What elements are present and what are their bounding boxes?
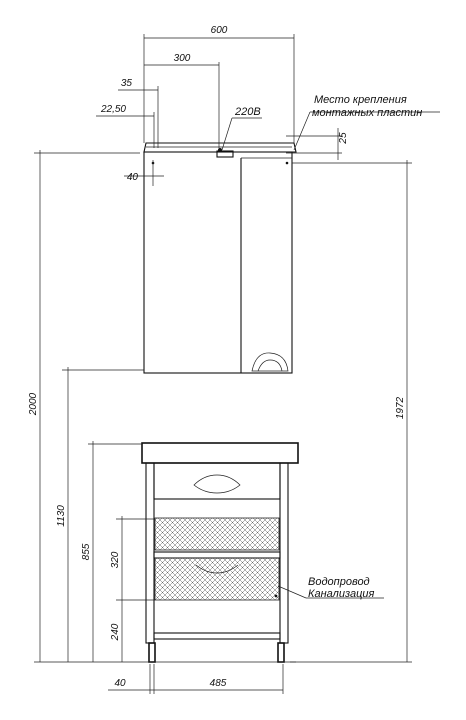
vanity-countertop bbox=[141, 442, 299, 464]
mirror-body bbox=[143, 151, 293, 374]
mount-label-line1: Место крепления bbox=[314, 94, 407, 106]
shell-decoration-icon bbox=[251, 352, 289, 372]
dim-40-bottom-text: 40 bbox=[114, 678, 126, 689]
mirror-top-plate bbox=[143, 142, 297, 153]
vanity-bottom-rail bbox=[153, 632, 281, 640]
plumbing-point-icon bbox=[274, 594, 278, 598]
vanity-middle-shelf bbox=[153, 551, 281, 559]
vanity-unit bbox=[141, 442, 299, 663]
dim-35-text: 35 bbox=[121, 78, 133, 89]
vanity-right-foot bbox=[277, 642, 285, 663]
drawer-handle-icon bbox=[193, 474, 241, 494]
power-point-icon bbox=[218, 148, 222, 152]
dim-240-text: 240 bbox=[110, 623, 121, 641]
basket-handle-icon bbox=[195, 564, 239, 574]
mount-label-line2: монтажных пластин bbox=[312, 107, 422, 119]
dim-600-text: 600 bbox=[211, 25, 228, 36]
sewer-label: Канализация bbox=[308, 588, 374, 600]
annotations: 220В Место крепления монтажных пластин В… bbox=[234, 94, 422, 600]
dim-320-text: 320 bbox=[110, 551, 121, 568]
dimension-texts: 600 300 35 22,50 40 25 2000 1130 855 320… bbox=[28, 25, 406, 689]
vanity-left-leg bbox=[145, 462, 155, 644]
dim-1972-text: 1972 bbox=[395, 396, 406, 419]
dim-2000-text: 2000 bbox=[28, 392, 39, 416]
mount-point-right-icon bbox=[285, 161, 289, 165]
dim-1130-text: 1130 bbox=[56, 505, 67, 527]
dim-25-text: 25 bbox=[338, 132, 349, 145]
dim-300-text: 300 bbox=[174, 53, 191, 64]
dimension-lines bbox=[34, 34, 440, 694]
dim-485-text: 485 bbox=[210, 678, 227, 689]
leader-220v bbox=[221, 117, 233, 151]
leader-plumbing bbox=[277, 585, 307, 599]
vanity-right-leg bbox=[279, 462, 289, 644]
power-box bbox=[216, 150, 234, 158]
shell-decoration-inner bbox=[257, 359, 283, 372]
leader-mount bbox=[293, 111, 311, 151]
dim-855-text: 855 bbox=[81, 543, 92, 560]
mirror-cabinet bbox=[143, 142, 297, 374]
vanity-top-drawer bbox=[153, 462, 281, 500]
vanity-left-foot bbox=[148, 642, 156, 663]
vanity-basket-lower bbox=[154, 557, 280, 601]
power-label: 220В bbox=[234, 106, 261, 118]
vanity-basket-upper bbox=[154, 517, 280, 551]
water-supply-label: Водопровод bbox=[308, 576, 370, 588]
dim-2250-text: 22,50 bbox=[100, 104, 126, 115]
dim-40-top-text: 40 bbox=[127, 172, 139, 183]
